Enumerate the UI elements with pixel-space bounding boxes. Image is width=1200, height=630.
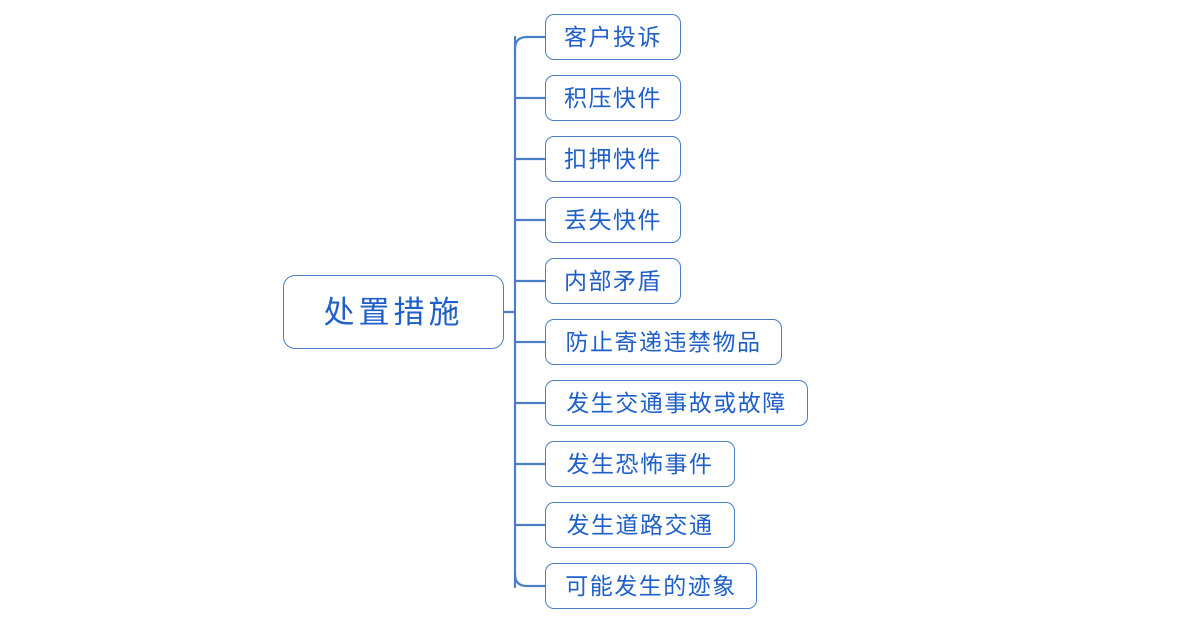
mindmap-node-label: 发生道路交通 bbox=[566, 512, 714, 538]
branch-connector-1 bbox=[513, 35, 547, 51]
root-node[interactable]: 处置措施 bbox=[283, 275, 504, 349]
mindmap-node-label: 发生交通事故或故障 bbox=[566, 390, 787, 416]
mindmap-node-6[interactable]: 防止寄递违禁物品 bbox=[545, 319, 782, 365]
mindmap-node-2[interactable]: 积压快件 bbox=[545, 75, 681, 121]
mindmap-node-5[interactable]: 内部矛盾 bbox=[545, 258, 681, 304]
mindmap-node-label: 客户投诉 bbox=[564, 24, 662, 50]
root-node-label: 处置措施 bbox=[323, 294, 464, 330]
mindmap-node-7[interactable]: 发生交通事故或故障 bbox=[545, 380, 808, 426]
mindmap-node-3[interactable]: 扣押快件 bbox=[545, 136, 681, 182]
mindmap-node-1[interactable]: 客户投诉 bbox=[545, 14, 681, 60]
mindmap-node-label: 内部矛盾 bbox=[564, 268, 662, 294]
mindmap-node-label: 发生恐怖事件 bbox=[566, 451, 714, 477]
mindmap-node-10[interactable]: 可能发生的迹象 bbox=[545, 563, 757, 609]
mindmap-node-label: 丢失快件 bbox=[564, 207, 662, 233]
mindmap-node-label: 可能发生的迹象 bbox=[565, 573, 737, 599]
mindmap-node-4[interactable]: 丢失快件 bbox=[545, 197, 681, 243]
mindmap-node-9[interactable]: 发生道路交通 bbox=[545, 502, 735, 548]
mindmap-node-8[interactable]: 发生恐怖事件 bbox=[545, 441, 735, 487]
mindmap-node-label: 扣押快件 bbox=[564, 146, 662, 172]
branch-connector-10 bbox=[513, 572, 547, 588]
mindmap-node-label: 防止寄递违禁物品 bbox=[565, 329, 762, 355]
mindmap-node-label: 积压快件 bbox=[564, 85, 662, 111]
